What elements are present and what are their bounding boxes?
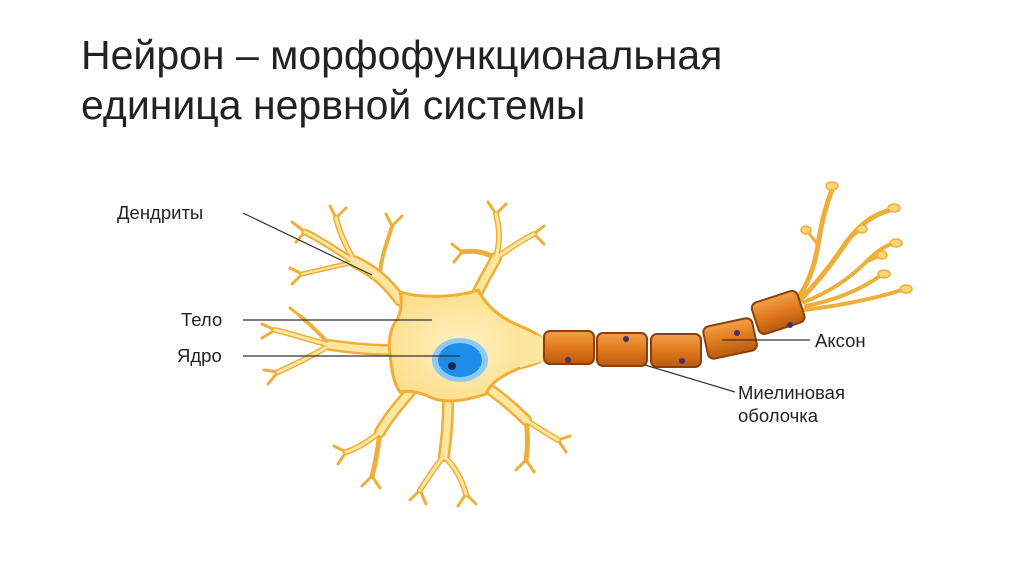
label-myelin-line-2: оболочка bbox=[738, 405, 819, 426]
title-line-2: единица нервной системы bbox=[81, 82, 586, 128]
myelin-segment bbox=[702, 317, 758, 360]
axon-terminal-buttons bbox=[800, 181, 913, 294]
dendrites-inner bbox=[273, 212, 560, 496]
label-axon: Аксон bbox=[815, 330, 866, 351]
myelin-segment bbox=[543, 330, 595, 365]
title-line-1: Нейрон – морфофункциональная bbox=[81, 32, 723, 78]
leader-line-dendrites bbox=[242, 212, 373, 276]
myelin-segment bbox=[596, 332, 648, 367]
schwann-nuclei bbox=[565, 322, 793, 364]
slide-title: Нейрон – морфофункциональная единица нер… bbox=[81, 30, 722, 130]
label-body: Тело bbox=[181, 309, 222, 330]
nucleolus bbox=[448, 362, 456, 370]
myelin-sheath bbox=[543, 289, 806, 368]
label-nucleus: Ядро bbox=[177, 345, 222, 366]
label-myelin-line-1: Миелиновая bbox=[738, 382, 845, 403]
leader-lines bbox=[242, 212, 810, 393]
nucleus-core bbox=[438, 343, 482, 377]
myelin-segment bbox=[750, 289, 806, 336]
myelin-segment bbox=[650, 333, 702, 368]
label-dendrites: Дендриты bbox=[117, 202, 203, 223]
axon-terminals bbox=[789, 187, 904, 312]
axon-hillock bbox=[520, 330, 548, 368]
leader-line-myelin bbox=[644, 364, 736, 393]
